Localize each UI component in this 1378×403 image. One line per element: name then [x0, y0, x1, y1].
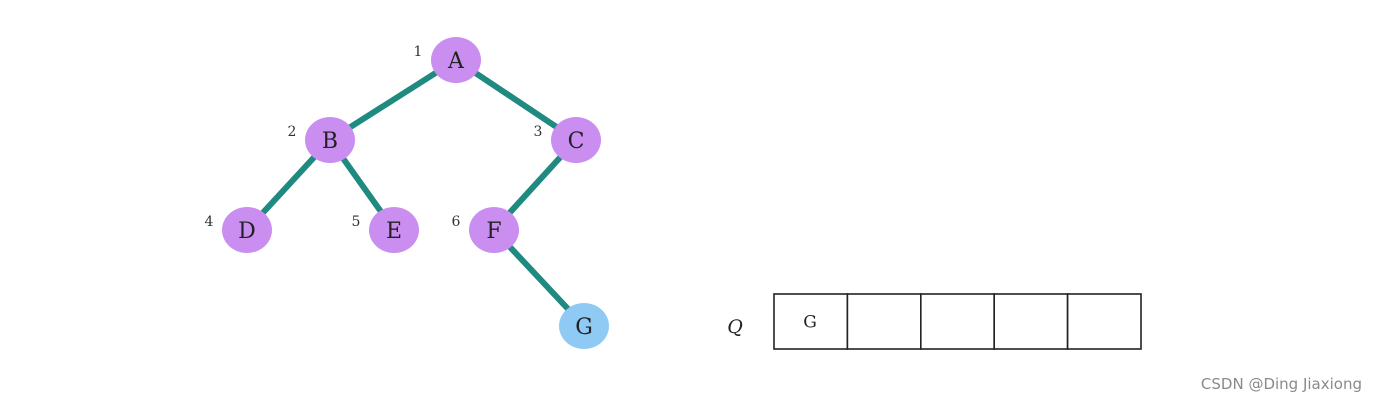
tree-node-b: B2 — [288, 117, 355, 163]
queue-cell — [919, 293, 995, 350]
tree-node-order-label: 4 — [205, 214, 214, 230]
tree-node-circle — [469, 207, 519, 253]
watermark: CSDN @Ding Jiaxiong — [1200, 375, 1362, 393]
queue-cell-box — [1066, 293, 1142, 350]
queue-cell-value: G — [803, 313, 817, 333]
tree-node-label: D — [238, 219, 256, 244]
tree-node-order-label: 5 — [352, 214, 361, 230]
tree-node-label: B — [322, 129, 338, 154]
tree-node-circle — [222, 207, 272, 253]
tree-node-circle — [305, 117, 355, 163]
tree-node-e: E5 — [352, 207, 419, 253]
tree-node-label: F — [486, 219, 501, 244]
tree-node-circle — [559, 303, 609, 349]
tree-node-c: C3 — [534, 117, 601, 163]
tree-node-order-label: 1 — [414, 44, 423, 60]
queue-cell — [846, 293, 922, 350]
tree-node-circle — [551, 117, 601, 163]
tree-node-a: A1 — [414, 37, 481, 83]
queue-cells: G — [773, 293, 1142, 350]
tree-node-f: F6 — [452, 207, 519, 253]
queue-cell-box — [846, 293, 922, 350]
queue-cell-box — [773, 293, 849, 350]
tree-node-g: G — [559, 303, 609, 349]
queue-cell: G — [773, 293, 849, 350]
tree-node-order-label: 6 — [452, 214, 461, 230]
tree-node-order-label: 3 — [534, 124, 543, 140]
tree-node-label: E — [386, 219, 402, 244]
tree-node-label: C — [568, 129, 585, 154]
tree-node-d: D4 — [205, 207, 272, 253]
queue-cell — [1066, 293, 1142, 350]
tree-node-label: A — [447, 49, 465, 74]
tree-node-order-label: 2 — [288, 124, 297, 140]
queue: Q G — [727, 293, 1142, 350]
queue-cell-box — [919, 293, 995, 350]
tree-node-label: G — [575, 315, 593, 340]
queue-cell-box — [993, 293, 1069, 350]
queue-cell — [993, 293, 1069, 350]
tree-node-circle — [369, 207, 419, 253]
tree-edge-a-b — [327, 57, 459, 143]
queue-label: Q — [727, 316, 743, 338]
tree-edges — [244, 57, 587, 329]
tree-node-circle — [431, 37, 481, 83]
